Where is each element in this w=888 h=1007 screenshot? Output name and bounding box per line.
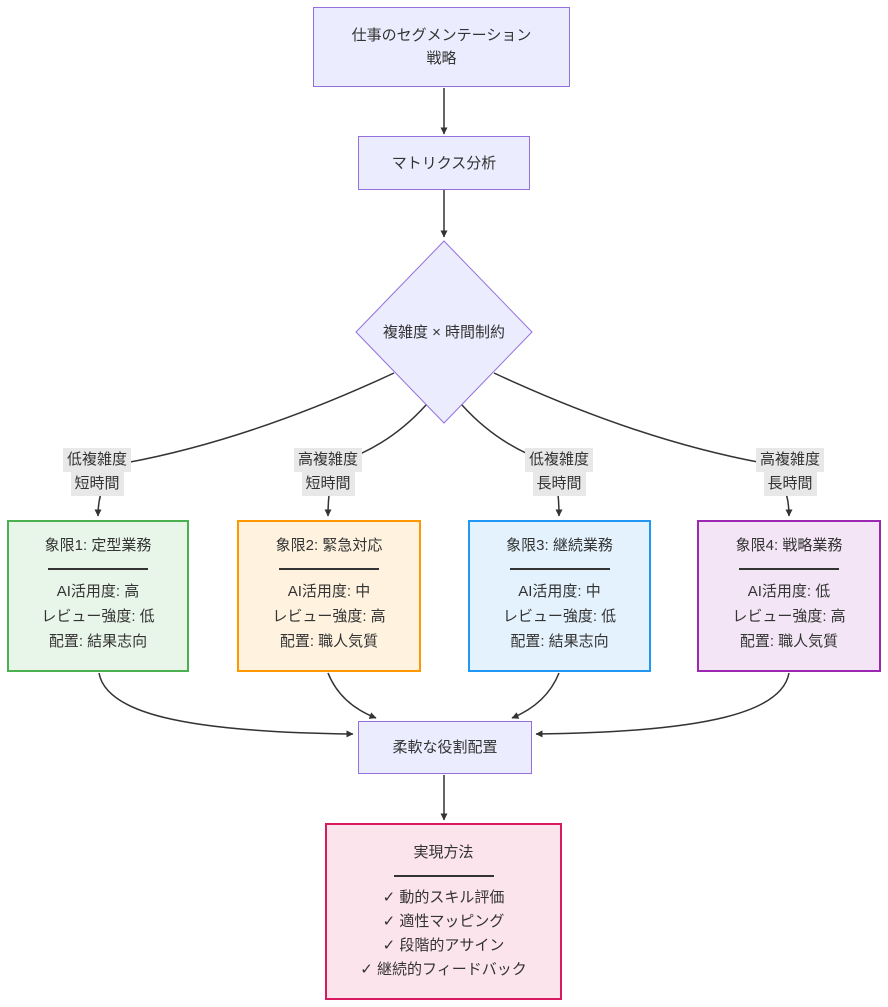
node-title-line2: 戦略 xyxy=(426,50,457,67)
quadrant-assignment: 配置: 結果志向 xyxy=(48,633,148,650)
node-decision-complexity-time: 複雑度 × 時間制約 xyxy=(354,240,534,424)
impl-title: 実現方法 xyxy=(413,844,474,861)
node-matrix-label: マトリクス分析 xyxy=(391,154,497,172)
node-quadrant-2-urgent-response: 象限2: 緊急対応 AI活用度: 中 レビュー強度: 高 配置: 職人気質 xyxy=(237,520,421,672)
divider xyxy=(393,875,494,877)
node-matrix-analysis: マトリクス分析 xyxy=(358,136,530,190)
edge-label-line1: 低複雑度 xyxy=(62,448,132,472)
node-implementation-methods: 実現方法 ✓ 動的スキル評価 ✓ 適性マッピング ✓ 段階的アサイン ✓ 継続的… xyxy=(325,823,562,1000)
node-flexible-role-assignment: 柔軟な役割配置 xyxy=(358,721,532,774)
node-title-line1: 仕事のセグメンテーション xyxy=(351,27,532,44)
divider xyxy=(509,568,610,570)
divider xyxy=(48,568,148,570)
impl-item-aptitude-mapping: ✓ 適性マッピング xyxy=(382,913,505,930)
edge-label-low-complexity-short-time: 低複雑度 短時間 xyxy=(62,448,132,496)
quadrant-review-intensity: レビュー強度: 低 xyxy=(41,608,155,625)
edge-label-line1: 高複雑度 xyxy=(755,448,825,472)
quadrant-review-intensity: レビュー強度: 高 xyxy=(732,608,846,625)
quadrant-title: 象限3: 継続業務 xyxy=(506,537,613,554)
quadrant-ai-usage: AI活用度: 高 xyxy=(56,583,140,600)
quadrant-title: 象限4: 戦略業務 xyxy=(735,537,843,554)
node-segmentation-strategy: 仕事のセグメンテーション 戦略 xyxy=(313,7,570,87)
quadrant-assignment: 配置: 職人気質 xyxy=(279,633,379,650)
edge-q3-to-flex xyxy=(511,672,560,719)
node-quadrant-3-continuous-work: 象限3: 継続業務 AI活用度: 中 レビュー強度: 低 配置: 結果志向 xyxy=(468,520,651,672)
quadrant-ai-usage: AI活用度: 中 xyxy=(518,583,601,600)
quadrant-ai-usage: AI活用度: 中 xyxy=(287,583,371,600)
edge-label-low-complexity-long-time: 低複雑度 長時間 xyxy=(524,448,594,496)
node-quadrant-1-routine-work: 象限1: 定型業務 AI活用度: 高 レビュー強度: 低 配置: 結果志向 xyxy=(7,520,189,672)
edge-label-line2: 長時間 xyxy=(763,472,817,496)
quadrant-review-intensity: レビュー強度: 低 xyxy=(502,608,617,625)
impl-item-continuous-feedback: ✓ 継続的フィードバック xyxy=(360,961,527,978)
decision-diamond-shape xyxy=(355,240,533,424)
edge-q1-to-flex xyxy=(98,672,354,738)
impl-item-dynamic-skill-evaluation: ✓ 動的スキル評価 xyxy=(382,889,505,906)
edge-label-line1: 低複雑度 xyxy=(524,448,594,472)
edge-label-line2: 長時間 xyxy=(532,472,586,496)
node-decision-text: 複雑度 × 時間制約 xyxy=(382,323,506,341)
divider xyxy=(279,568,379,570)
quadrant-review-intensity: レビュー強度: 高 xyxy=(272,608,386,625)
edge-label-line2: 短時間 xyxy=(70,472,124,496)
node-quadrant-4-strategic-work: 象限4: 戦略業務 AI活用度: 低 レビュー強度: 高 配置: 職人気質 xyxy=(697,520,881,672)
quadrant-title: 象限1: 定型業務 xyxy=(44,537,152,554)
edge-q4-to-flex xyxy=(535,672,790,738)
node-flex-label: 柔軟な役割配置 xyxy=(392,739,498,756)
impl-item-phased-assignment: ✓ 段階的アサイン xyxy=(382,937,505,954)
quadrant-assignment: 配置: 結果志向 xyxy=(510,633,609,650)
divider xyxy=(739,568,839,570)
edge-label-line1: 高複雑度 xyxy=(293,448,363,472)
edge-q2-to-flex xyxy=(327,672,377,719)
quadrant-assignment: 配置: 職人気質 xyxy=(739,633,839,650)
edge-label-high-complexity-long-time: 高複雑度 長時間 xyxy=(755,448,825,496)
edge-label-high-complexity-short-time: 高複雑度 短時間 xyxy=(293,448,363,496)
quadrant-title: 象限2: 緊急対応 xyxy=(275,537,383,554)
quadrant-ai-usage: AI活用度: 低 xyxy=(747,583,831,600)
edge-label-line2: 短時間 xyxy=(301,472,355,496)
